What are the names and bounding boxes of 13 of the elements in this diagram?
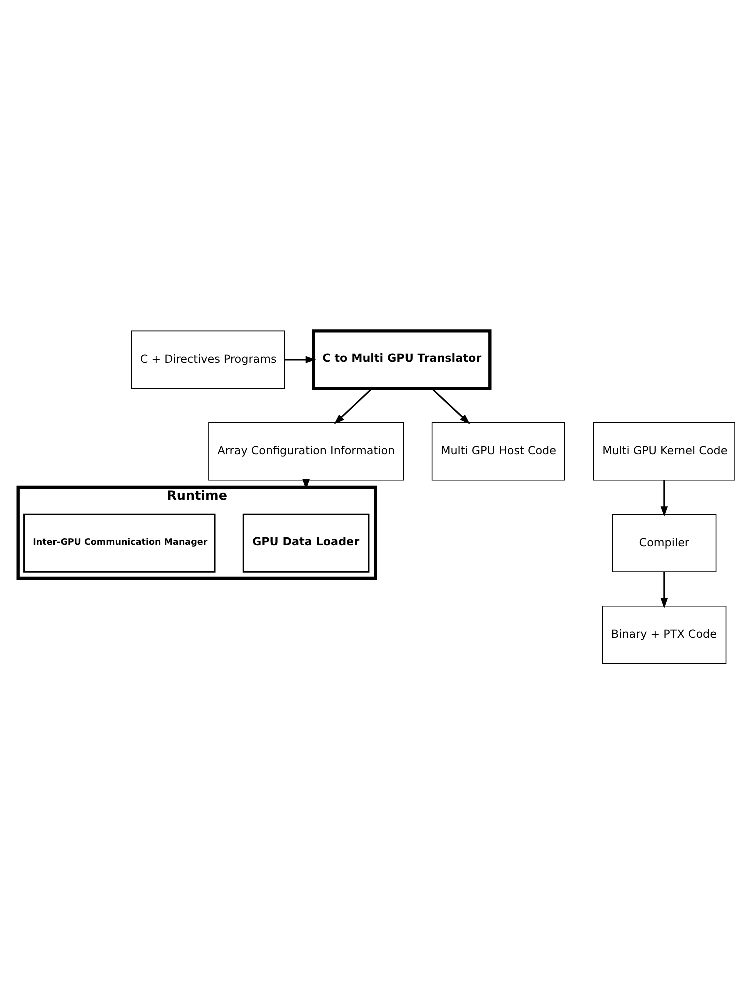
arrow (660, 480, 668, 516)
arrow (334, 388, 373, 424)
arrow (660, 572, 668, 608)
node-box: Inter-GPU Communication Manager (24, 513, 216, 572)
node-box: Multi GPU Kernel Code (593, 422, 736, 480)
node-box: C + Directives Programs (131, 330, 286, 389)
arrow (431, 388, 470, 424)
arrow (285, 356, 316, 364)
node-box: C to Multi GPU Translator (312, 329, 492, 390)
node-box: GPU Data Loader (242, 513, 370, 572)
node-box: Multi GPU Host Code (432, 422, 566, 480)
node-box: Binary + PTX Code (602, 605, 727, 664)
node-box: Compiler (612, 514, 717, 572)
